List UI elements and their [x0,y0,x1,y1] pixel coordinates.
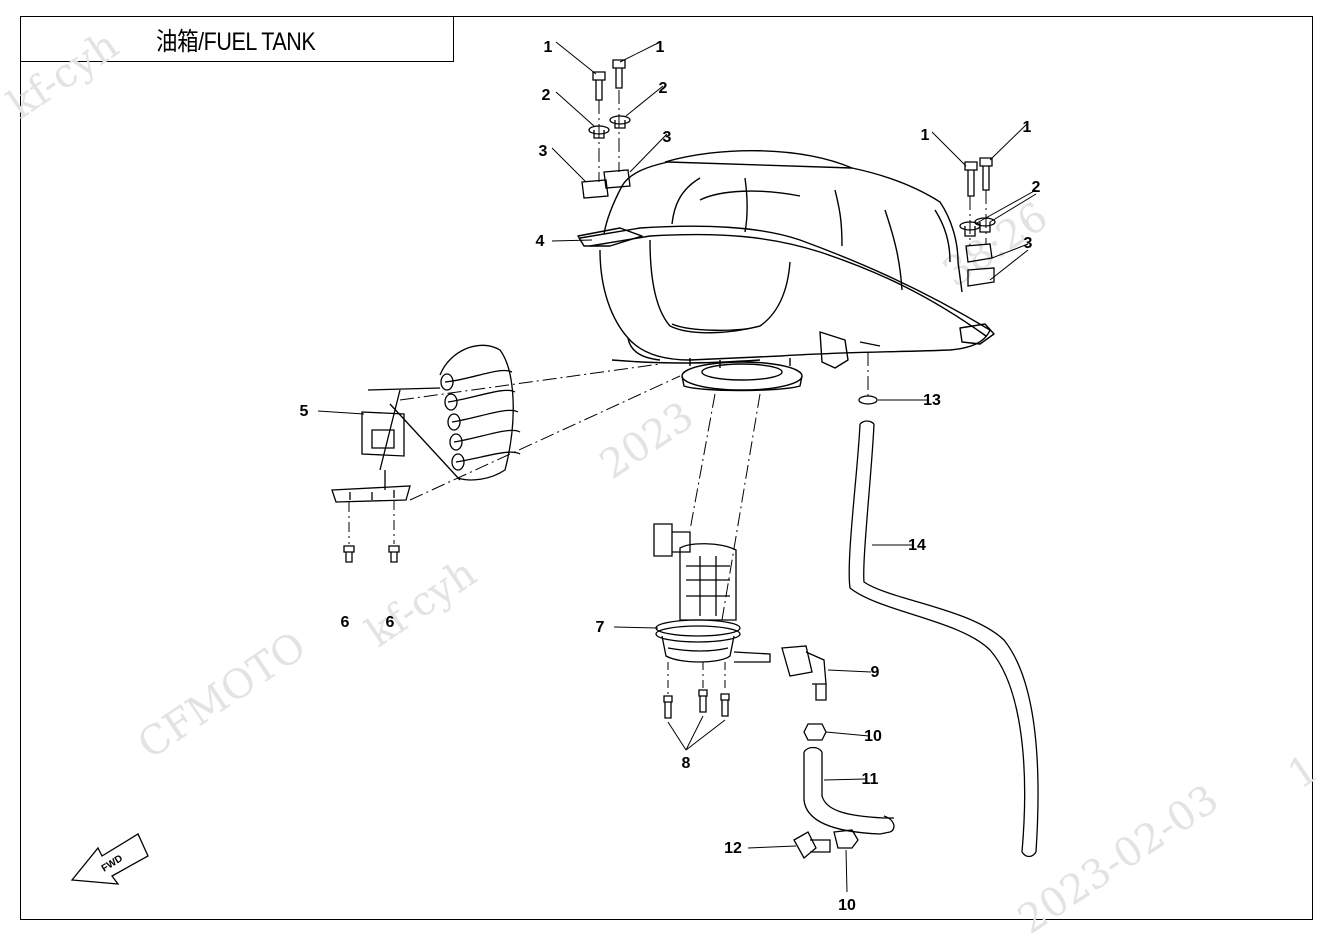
leader-line [551,147,587,183]
leader-line [625,85,664,117]
short-fuel-hose-part [803,746,895,835]
leader-line [685,719,726,751]
callout-number: 1 [544,39,553,56]
leader-line [629,133,668,173]
callout-number: 1 [921,127,930,144]
watermark-text: CFMOTO [130,623,315,768]
watermark-text: 2023-02-03 [1010,776,1227,938]
watermark-text: 2023 [592,393,702,488]
page-title: 油箱/FUEL TANK [156,28,316,56]
hose-clip-part [858,395,878,405]
leader-line [845,849,848,893]
fuel-fitting-part [793,831,831,860]
callout-number: 6 [341,614,350,631]
quick-connector-part [781,645,827,701]
leader-line [555,41,597,75]
alignment-lines [399,90,987,621]
breather-hose-part [848,420,1039,858]
callout-number: 13 [923,392,941,409]
diagram-frame [20,16,1313,920]
leader-lines [317,41,1037,893]
watermark-layer: kf-cyh CFMOTO kf-cyh 2023 38:26 2023-02-… [0,22,1327,938]
watermark-text: 38:26 [935,194,1056,297]
callout-number: 10 [838,897,856,914]
callout-number: 14 [908,537,926,554]
fuel-tank-part [577,150,995,392]
leader-line [551,239,593,242]
callout-number: 12 [724,840,742,857]
callout-number: 2 [659,80,668,97]
fuel-level-sensor-part [331,344,521,503]
callout-number: 7 [596,619,605,636]
callout-number: 2 [542,87,551,104]
callout-number: 5 [300,403,309,420]
leader-line [989,249,1029,281]
fastener-group-left [581,59,631,199]
leader-line [619,41,661,63]
watermark-text: kf-cyh [0,22,127,128]
leader-line [931,131,967,167]
leader-line [989,123,1028,161]
leader-line [825,731,870,737]
callout-number: 1 [656,39,665,56]
leader-line [989,193,1037,223]
callout-number: 8 [682,755,691,772]
alignment-lines-sensor [348,500,395,544]
leader-line [613,626,659,629]
screw-8-part [663,689,730,719]
watermark-text: kf-cyh [358,550,485,656]
fuel-pump-part [653,523,771,663]
fwd-arrow-icon: FWD [70,833,149,885]
leader-line [974,189,1037,225]
leader-line [823,778,867,781]
callout-number: 9 [871,664,880,681]
callout-number: 4 [536,233,545,250]
callout-number: 1 [1023,119,1032,136]
screw-6-part [343,545,400,563]
callout-number: 3 [539,143,548,160]
callout-number: 6 [386,614,395,631]
callout-number: 10 [864,728,882,745]
watermark-text: 1 [1280,746,1327,798]
leader-line [991,243,1029,259]
leader-line [667,721,687,751]
alignment-lines-pump [667,662,726,694]
leader-line [827,669,872,673]
leader-line [317,410,365,415]
callout-number: 3 [663,129,672,146]
leader-line [747,845,797,849]
hose-clamp-part [803,723,859,849]
callout-number: 11 [862,771,879,788]
title-box [20,16,454,62]
callout-number: 2 [1032,179,1041,196]
callout-number: 3 [1024,235,1033,252]
leader-line [685,715,704,751]
leader-line [555,91,595,127]
